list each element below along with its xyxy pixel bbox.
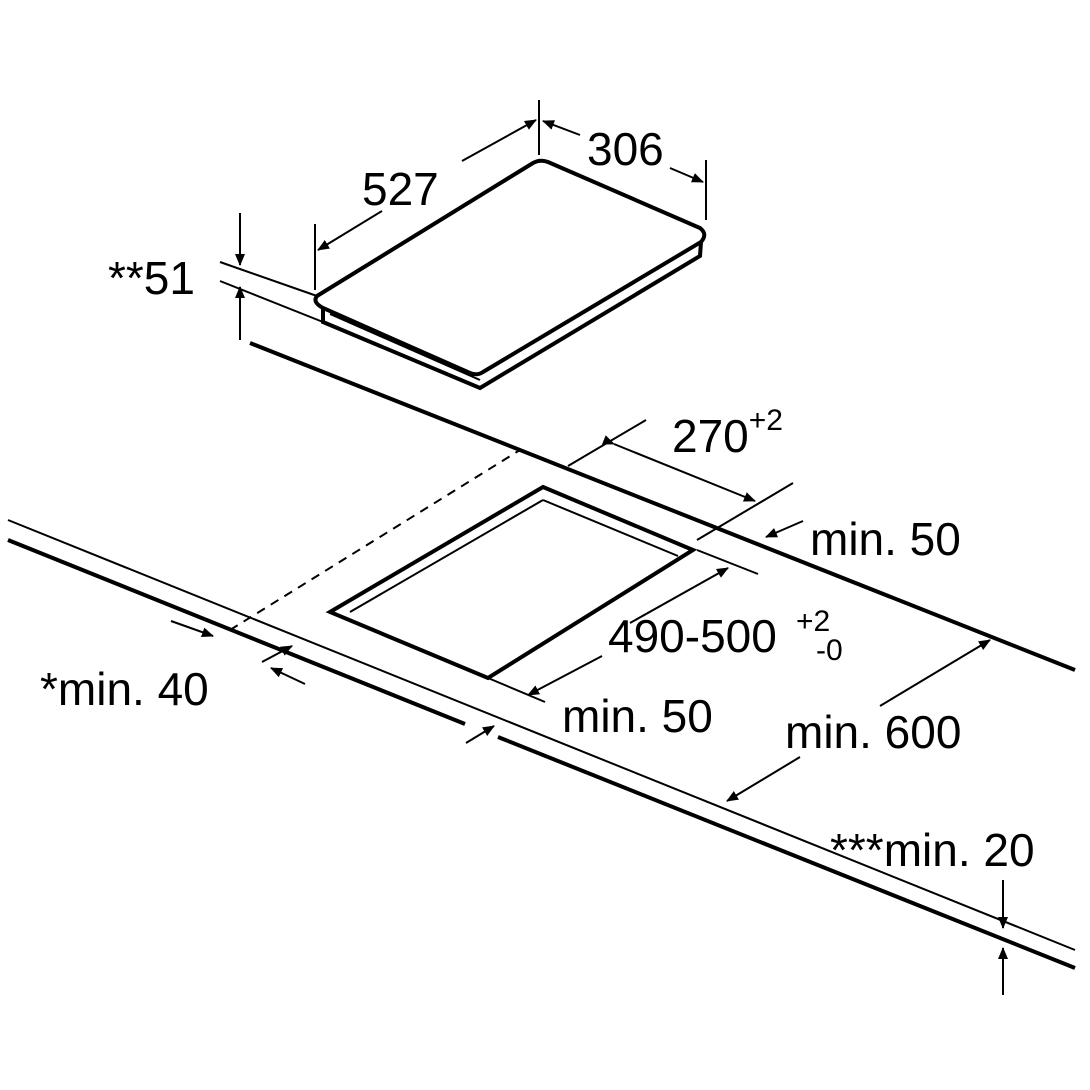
worktop-drawing bbox=[7, 341, 1076, 970]
dim-worktop-depth bbox=[726, 639, 991, 802]
worktop-rear-edge bbox=[249, 341, 1076, 672]
cutout-depth-tol-upper: +2 bbox=[796, 605, 830, 638]
arrow-side-lower bbox=[270, 667, 306, 685]
dim-hob-width bbox=[542, 120, 707, 220]
arrow-front-clearance bbox=[465, 725, 495, 744]
dim-cutout-depth bbox=[487, 549, 759, 703]
cutout-inner-wall bbox=[349, 499, 679, 613]
worktop-front-bottom-edge-b bbox=[497, 735, 1076, 970]
hob-depth-label: 527 bbox=[362, 163, 439, 215]
cutout-width-tolerance: +2 bbox=[749, 404, 783, 437]
dim-hob-height bbox=[219, 213, 324, 340]
worktop-front-bottom-edge-a bbox=[7, 538, 466, 726]
rear-clearance-label: min. 50 bbox=[810, 513, 961, 565]
dim-line-600-upper bbox=[879, 639, 991, 707]
dim-side-clearance bbox=[170, 620, 306, 685]
cutout-width-label: 270+2 bbox=[672, 404, 783, 462]
hob-width-label: 306 bbox=[587, 123, 664, 175]
dim-cutout-width bbox=[567, 419, 794, 541]
ext-line-depth-front bbox=[487, 677, 546, 703]
cutout-depth-value: 490-500 bbox=[608, 610, 777, 662]
dim-line-270 bbox=[601, 435, 756, 502]
worktop-depth-label: min. 600 bbox=[785, 706, 961, 758]
dim-line-depth-upper bbox=[629, 567, 729, 624]
hob-base-outline bbox=[321, 241, 703, 391]
dim-line-527-upper bbox=[461, 119, 537, 162]
dim-hob-depth bbox=[314, 100, 540, 290]
hob-height-label: **51 bbox=[108, 252, 195, 304]
side-clearance-label: *min. 40 bbox=[40, 663, 209, 715]
worktop-thickness-label: ***min. 20 bbox=[830, 824, 1035, 876]
cutout-width-value: 270 bbox=[672, 410, 749, 462]
ext-line-270-left bbox=[567, 419, 647, 467]
worktop-hidden-side-line bbox=[229, 449, 521, 631]
cutout-depth-tol-lower: -0 bbox=[816, 634, 843, 667]
dim-line-600-lower bbox=[726, 756, 801, 802]
dim-line-depth-lower bbox=[527, 655, 603, 696]
hob-drawing bbox=[313, 158, 707, 391]
dim-line-527-lower bbox=[317, 210, 383, 251]
arrow-rear-clearance bbox=[765, 520, 804, 538]
front-clearance-label: min. 50 bbox=[562, 690, 713, 742]
ext-line-270-right bbox=[696, 482, 794, 541]
cutout-depth-label: 490-500 bbox=[608, 610, 777, 662]
ext-line-depth-rear bbox=[696, 549, 759, 575]
arrow-side-left bbox=[261, 645, 293, 663]
arrow-side-right bbox=[170, 620, 214, 638]
hob-base-inner-edge bbox=[329, 313, 481, 381]
dim-line-306-left bbox=[542, 120, 581, 136]
dim-line-306-right bbox=[669, 167, 704, 183]
ext-line-51-top bbox=[219, 261, 318, 297]
ext-line-51-bottom bbox=[219, 280, 324, 323]
worktop-front-top-edge bbox=[7, 519, 1076, 951]
